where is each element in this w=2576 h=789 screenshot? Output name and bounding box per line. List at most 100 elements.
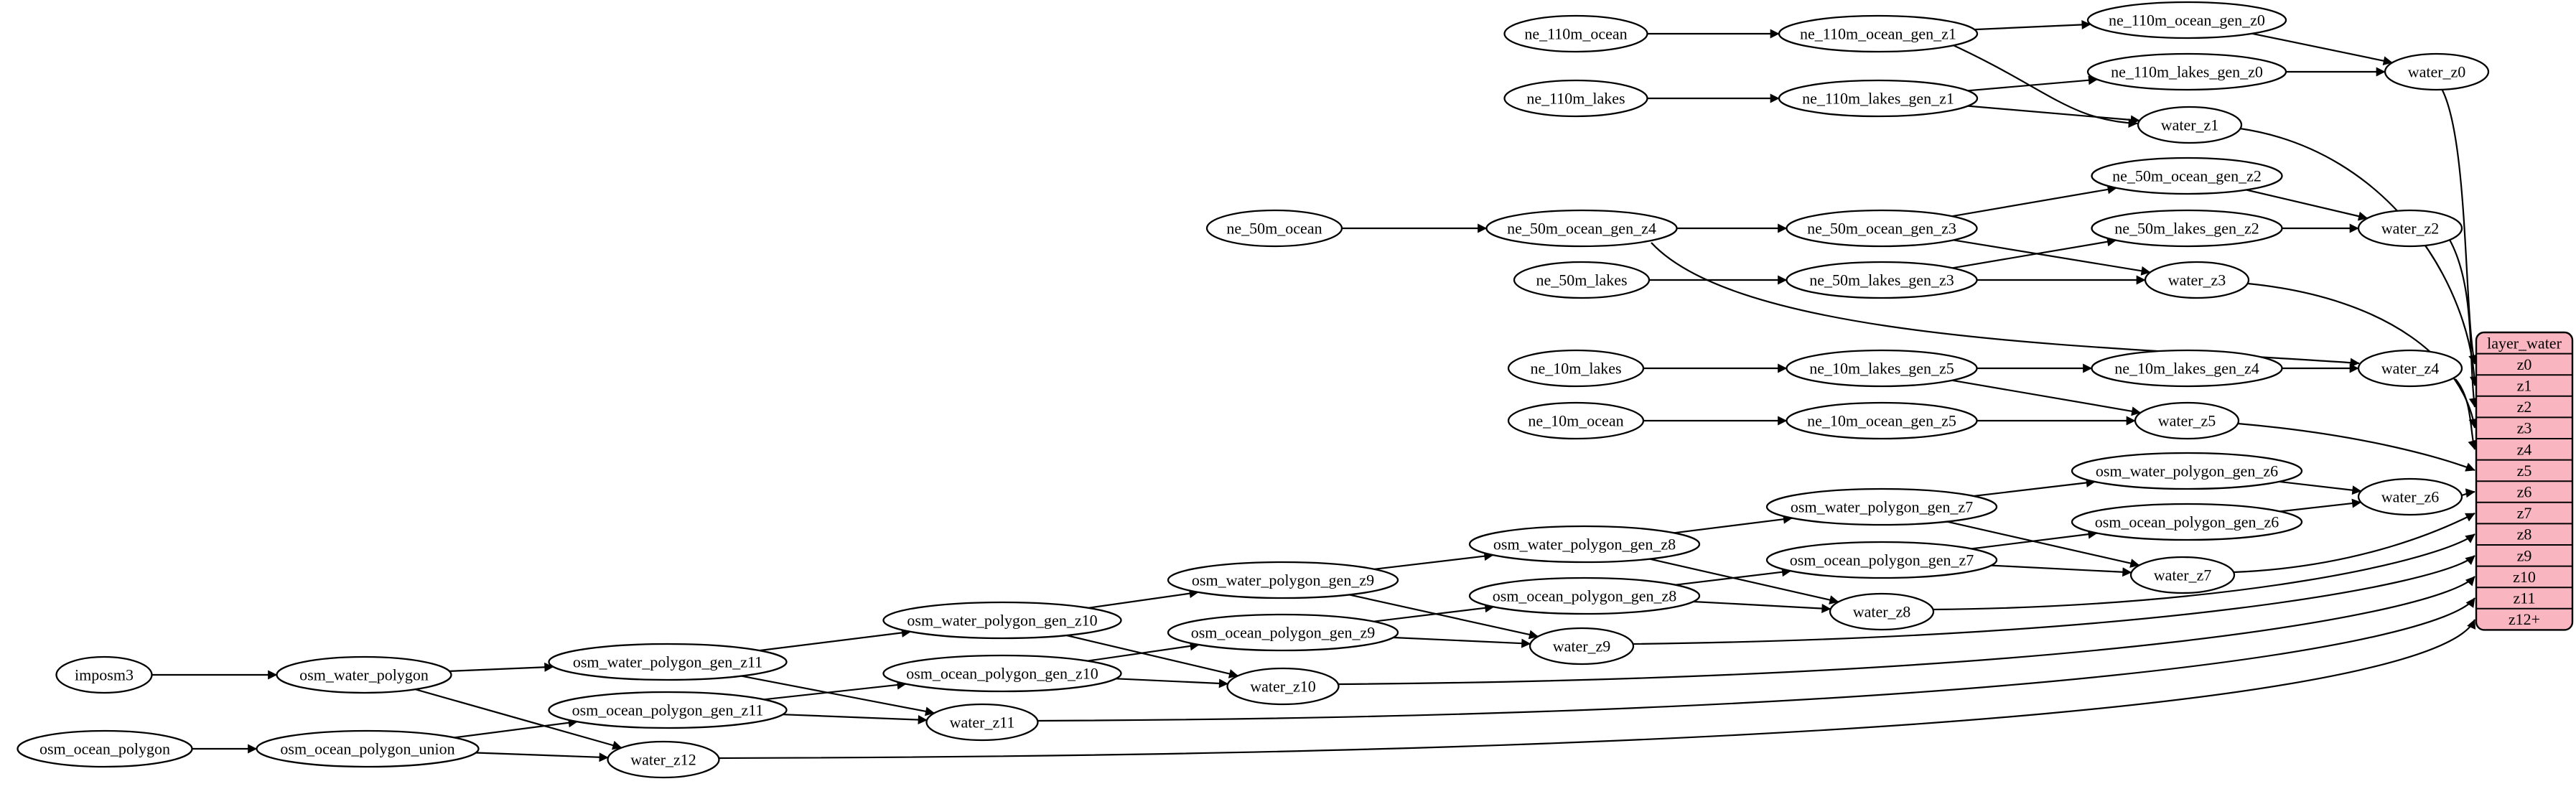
node-water_z7: water_z7 xyxy=(2129,556,2236,594)
node-ellipse-water_z5 xyxy=(2134,401,2240,440)
node-ellipse-water_z2 xyxy=(2357,209,2463,248)
node-ellipse-water_z0 xyxy=(2384,52,2490,91)
edge-osm_water_polygon_gen_z6-to-water_z6 xyxy=(2279,480,2362,495)
edge-osm_ocean_polygon_gen_z9-to-osm_ocean_polygon_gen_z8 xyxy=(1373,603,1495,622)
node-water_z8: water_z8 xyxy=(1829,592,1935,631)
node-label-water_z11: water_z11 xyxy=(950,713,1015,731)
node-label-osm_water_polygon_gen_z9: osm_water_polygon_gen_z9 xyxy=(1192,571,1374,589)
node-label-water_z9: water_z9 xyxy=(1553,637,1611,655)
node-ellipse-ne_110m_lakes_gen_z0 xyxy=(2086,52,2287,91)
node-label-ne_50m_ocean_gen_z3: ne_50m_ocean_gen_z3 xyxy=(1807,219,1956,237)
node-ellipse-ne_50m_ocean_gen_z4 xyxy=(1485,209,1678,248)
node-ellipse-ne_50m_ocean_gen_z2 xyxy=(2091,157,2283,195)
node-ellipse-ne_110m_ocean_gen_z1 xyxy=(1778,14,1979,53)
node-layer: ne_110m_ocean ne_110m_ocean_gen_z1 ne_110m… xyxy=(17,1,2490,779)
record-layer: layer_waterz0z1z2z3z4z5z6z7z8z9z10z11z12… xyxy=(2475,331,2574,631)
node-label-water_z3: water_z3 xyxy=(2168,271,2226,289)
node-label-ne_110m_ocean: ne_110m_ocean xyxy=(1524,24,1627,42)
edge-osm_water_polygon_gen_z9-to-water_z9 xyxy=(1349,594,1539,640)
edge-water_z0-to-row-z0 xyxy=(2440,87,2478,365)
edge-osm_ocean_polygon_gen_z11-to-osm_ocean_polygon_gen_z10 xyxy=(763,680,907,701)
edge-osm_water_polygon_gen_z8-to-water_z8 xyxy=(1649,558,1839,604)
node-label-ne_50m_lakes_gen_z3: ne_50m_lakes_gen_z3 xyxy=(1809,271,1954,289)
node-ellipse-ne_10m_ocean xyxy=(1507,401,1645,440)
node-label-osm_ocean_polygon_gen_z9: osm_ocean_polygon_gen_z9 xyxy=(1191,623,1376,641)
node-ellipse-osm_water_polygon_gen_z9 xyxy=(1167,561,1399,599)
edge-layer xyxy=(151,19,2480,762)
node-osm_ocean_polygon_gen_z9: osm_ocean_polygon_gen_z9 xyxy=(1167,613,1399,652)
edge-ne_50m_lakes_gen_z3-to-ne_50m_lakes_gen_z2 xyxy=(1952,237,2117,269)
record-row-z6: z6 xyxy=(2517,482,2532,500)
edge-osm_water_polygon_gen_z7-to-water_z7 xyxy=(1946,520,2140,568)
edge-ne_110m_lakes_gen_z1-to-water_z1 xyxy=(1967,105,2140,125)
node-label-water_z2: water_z2 xyxy=(2381,219,2440,237)
edge-water_z4-to-row-z4 xyxy=(2455,378,2478,450)
node-water_z12: water_z12 xyxy=(607,740,720,779)
node-osm_water_polygon_gen_z6: osm_water_polygon_gen_z6 xyxy=(2071,452,2303,490)
node-label-osm_water_polygon_gen_z6: osm_water_polygon_gen_z6 xyxy=(2096,462,2278,480)
record-row-z8: z8 xyxy=(2517,526,2532,543)
node-ellipse-ne_110m_lakes xyxy=(1503,79,1648,118)
node-ellipse-ne_10m_lakes xyxy=(1507,349,1645,388)
record-row-z2: z2 xyxy=(2517,398,2532,416)
node-label-osm_water_polygon_gen_z8: osm_water_polygon_gen_z8 xyxy=(1493,535,1676,553)
record-title: layer_water xyxy=(2487,334,2562,352)
edge-osm_ocean_polygon_gen_z9-to-water_z9 xyxy=(1393,636,1531,648)
node-label-osm_ocean_polygon: osm_ocean_polygon xyxy=(39,739,170,757)
node-ellipse-water_z11 xyxy=(925,703,1039,742)
node-label-osm_ocean_polygon_gen_z7: osm_ocean_polygon_gen_z7 xyxy=(1790,551,1974,569)
edge-ne_50m_ocean_gen_z4-to-water_z4 xyxy=(1651,242,2360,368)
node-ellipse-osm_ocean_polygon_union xyxy=(256,729,480,768)
record-row-z11: z11 xyxy=(2514,589,2536,607)
edge-water_z6-to-row-z6 xyxy=(2461,488,2475,498)
node-ne_50m_lakes: ne_50m_lakes xyxy=(1513,261,1651,299)
node-ellipse-water_z8 xyxy=(1829,592,1935,631)
node-osm_ocean_polygon: osm_ocean_polygon xyxy=(17,729,193,768)
node-label-osm_water_polygon_gen_z7: osm_water_polygon_gen_z7 xyxy=(1791,498,1973,515)
node-ne_110m_lakes_gen_z0: ne_110m_lakes_gen_z0 xyxy=(2086,52,2287,91)
node-label-ne_50m_lakes_gen_z2: ne_50m_lakes_gen_z2 xyxy=(2114,219,2259,237)
node-osm_water_polygon_gen_z8: osm_water_polygon_gen_z8 xyxy=(1468,525,1701,564)
node-label-osm_ocean_polygon_gen_z10: osm_ocean_polygon_gen_z10 xyxy=(906,664,1098,682)
edge-osm_water_polygon_gen_z11-to-water_z11 xyxy=(741,675,935,716)
node-ne_50m_ocean_gen_z4: ne_50m_ocean_gen_z4 xyxy=(1485,209,1678,248)
node-water_z0: water_z0 xyxy=(2384,52,2490,91)
node-ellipse-ne_10m_lakes_gen_z4 xyxy=(2091,349,2283,388)
node-osm_water_polygon_gen_z11: osm_water_polygon_gen_z11 xyxy=(548,643,788,681)
node-ellipse-osm_water_polygon_gen_z6 xyxy=(2071,452,2303,490)
node-ellipse-osm_ocean_polygon_gen_z11 xyxy=(548,691,788,729)
node-osm_ocean_polygon_gen_z11: osm_ocean_polygon_gen_z11 xyxy=(548,691,788,729)
edge-water_z9-to-row-z9 xyxy=(1632,555,2475,645)
edge-osm_ocean_polygon_gen_z11-to-water_z11 xyxy=(783,714,928,725)
node-label-ne_110m_lakes: ne_110m_lakes xyxy=(1526,89,1625,107)
node-water_z9: water_z9 xyxy=(1529,627,1635,666)
edge-ne_10m_lakes_gen_z5-to-water_z5 xyxy=(1951,379,2142,416)
node-label-osm_ocean_polygon_gen_z8: osm_ocean_polygon_gen_z8 xyxy=(1493,587,1677,604)
node-label-ne_10m_lakes_gen_z5: ne_10m_lakes_gen_z5 xyxy=(1809,359,1954,377)
node-ellipse-ne_110m_ocean xyxy=(1503,14,1648,53)
node-water_z6: water_z6 xyxy=(2357,477,2463,516)
node-ellipse-water_z6 xyxy=(2357,477,2463,516)
edge-ne_110m_ocean_gen_z1-to-water_z1 xyxy=(1948,42,2138,128)
record-row-z1: z1 xyxy=(2517,376,2532,394)
node-label-ne_110m_lakes_gen_z0: ne_110m_lakes_gen_z0 xyxy=(2111,62,2263,80)
node-label-ne_110m_ocean_gen_z1: ne_110m_ocean_gen_z1 xyxy=(1800,24,1956,42)
node-label-ne_10m_lakes: ne_10m_lakes xyxy=(1530,359,1621,377)
node-ellipse-water_z12 xyxy=(607,740,720,779)
node-label-ne_110m_lakes_gen_z1: ne_110m_lakes_gen_z1 xyxy=(1802,89,1954,107)
node-label-osm_water_polygon: osm_water_polygon xyxy=(299,666,429,683)
node-osm_ocean_polygon_gen_z10: osm_ocean_polygon_gen_z10 xyxy=(882,654,1122,693)
record-row-z7: z7 xyxy=(2517,504,2532,522)
node-ellipse-osm_ocean_polygon_gen_z10 xyxy=(882,654,1122,693)
edge-water_z5-to-row-z5 xyxy=(2237,422,2475,472)
node-ne_50m_lakes_gen_z3: ne_50m_lakes_gen_z3 xyxy=(1786,261,1978,299)
node-ellipse-water_z3 xyxy=(2144,261,2250,299)
node-label-water_z12: water_z12 xyxy=(630,750,696,768)
node-label-ne_10m_ocean: ne_10m_ocean xyxy=(1528,411,1623,429)
record-row-z4: z4 xyxy=(2517,440,2532,458)
node-label-water_z6: water_z6 xyxy=(2381,487,2440,505)
node-ellipse-osm_water_polygon_gen_z10 xyxy=(882,601,1122,640)
edge-ne_50m_ocean_gen_z2-to-water_z2 xyxy=(2246,189,2369,221)
node-ne_110m_ocean_gen_z1: ne_110m_ocean_gen_z1 xyxy=(1778,14,1979,53)
node-ne_110m_lakes_gen_z1: ne_110m_lakes_gen_z1 xyxy=(1778,79,1979,118)
